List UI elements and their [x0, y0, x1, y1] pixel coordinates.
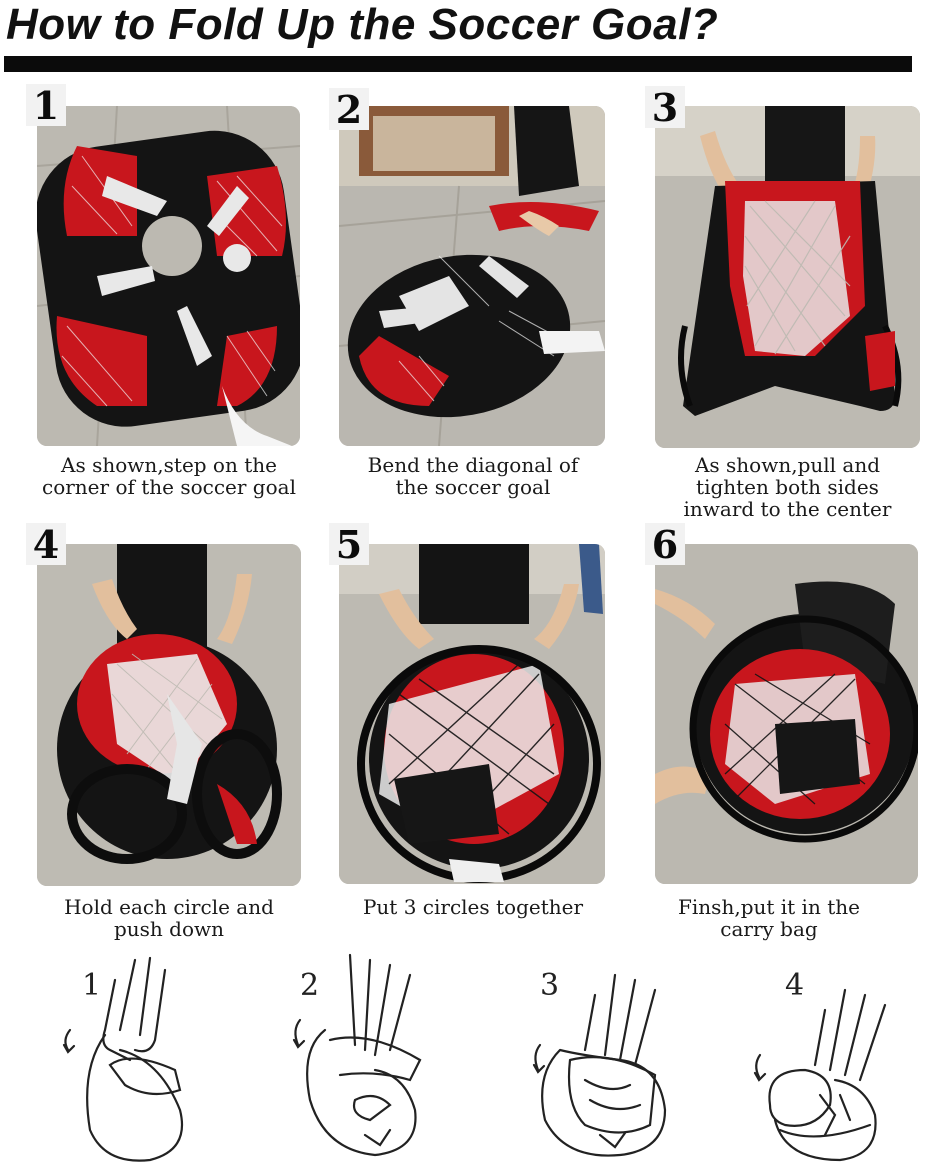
step-6-caption: Finsh,put it in the carry bag	[678, 895, 860, 941]
sketch-3-number: 3	[540, 968, 560, 1003]
page-title: How to Fold Up the Soccer Goal?	[6, 0, 719, 49]
sketch-2-drawing	[292, 953, 422, 1157]
step-2-photo	[339, 106, 605, 446]
sketch-2-number: 2	[300, 968, 320, 1003]
sketch-3-drawing	[532, 973, 667, 1157]
sketch-1-number: 1	[82, 968, 102, 1003]
step-4-caption: Hold each circle and push down	[64, 895, 274, 941]
step-1-photo	[37, 106, 300, 446]
step-6-photo	[655, 544, 918, 884]
sketch-4-number: 4	[785, 968, 805, 1003]
step-1-caption: As shown,step on the corner of the socce…	[42, 453, 296, 499]
step-4-badge: 4	[26, 523, 66, 567]
step-2-caption: Bend the diagonal of the soccer goal	[367, 453, 579, 499]
sketch-1-drawing	[62, 956, 184, 1162]
step-3-caption: As shown,pull and tighten both sides inw…	[683, 453, 892, 521]
step-3-photo	[655, 106, 920, 448]
title-underline-bar	[4, 56, 912, 72]
step-1-badge: 1	[26, 84, 66, 128]
step-5-photo	[339, 544, 605, 884]
step-5-caption: Put 3 circles together	[362, 895, 584, 919]
step-3-badge: 3	[645, 86, 685, 130]
step-5-badge: 5	[329, 523, 369, 567]
step-2-badge: 2	[329, 88, 369, 132]
step-4-photo	[37, 544, 301, 886]
step-6-badge: 6	[645, 523, 685, 567]
sketch-4-drawing	[753, 988, 887, 1162]
